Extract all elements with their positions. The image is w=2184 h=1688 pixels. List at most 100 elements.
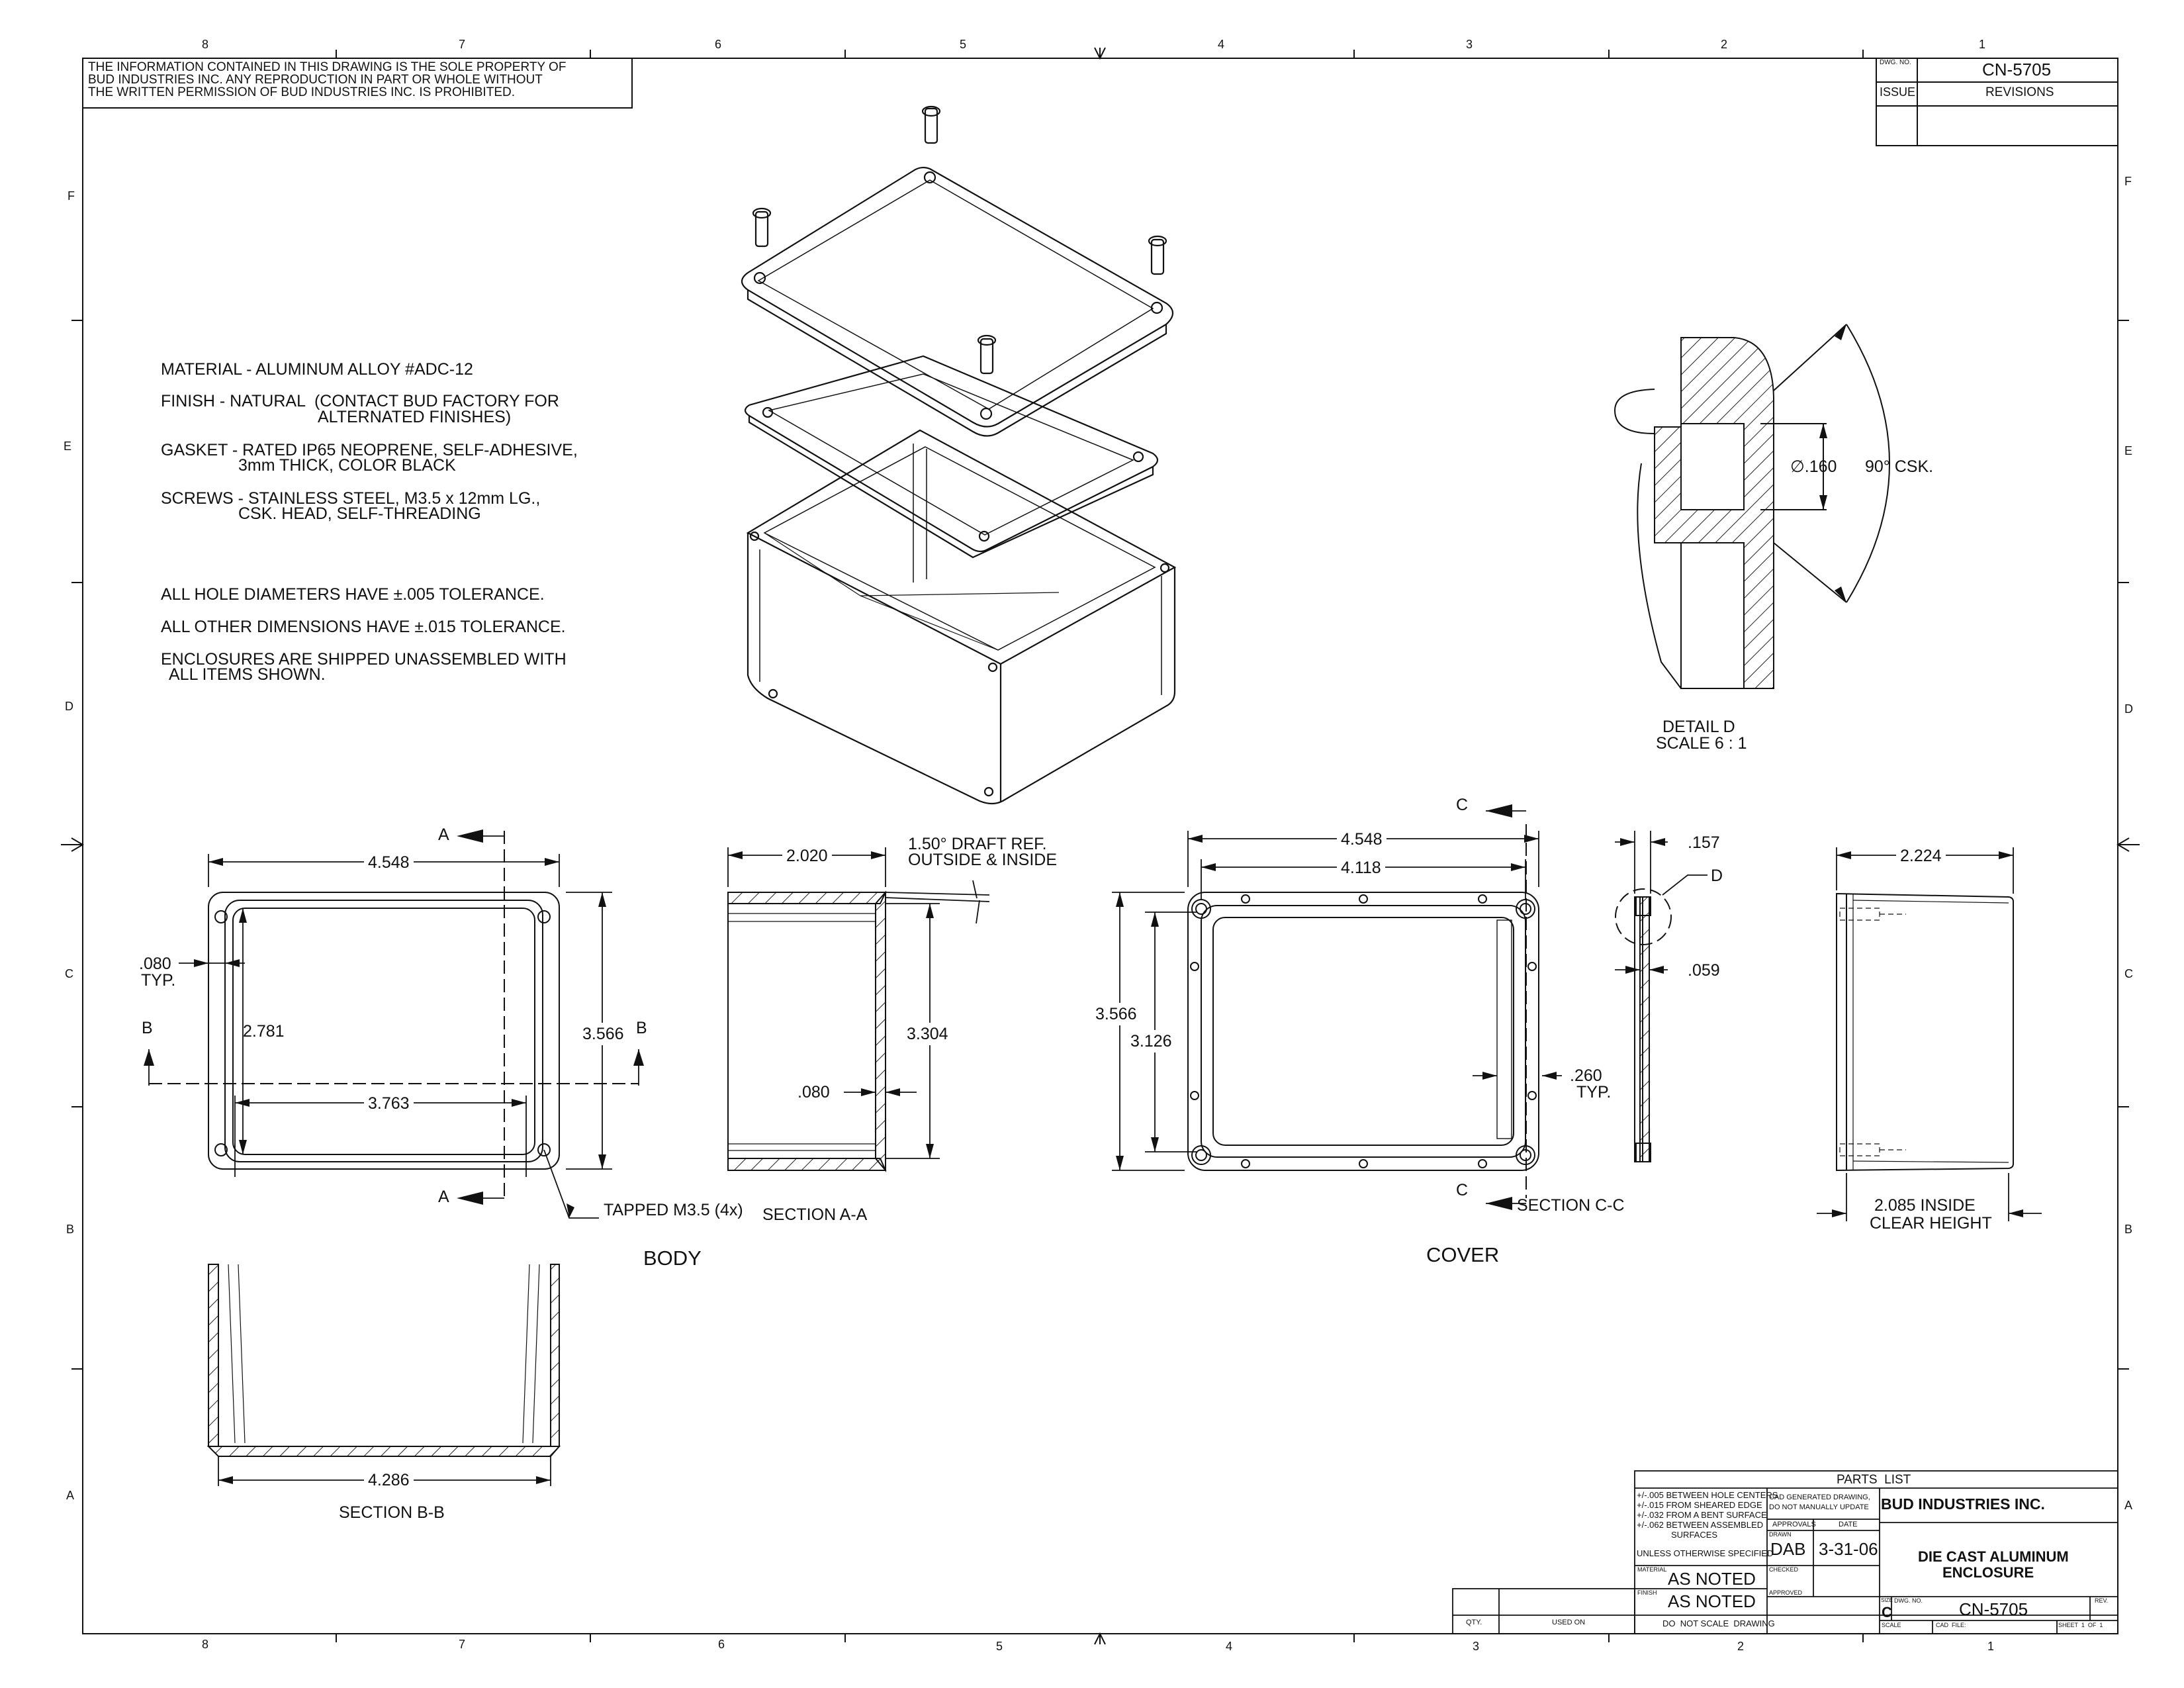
tb-approvals-label: APPROVALS xyxy=(1772,1521,1816,1528)
cover-inner-width-dimension: 4.118 xyxy=(1337,859,1385,876)
section-bb-width-dimension: 4.286 xyxy=(364,1472,414,1489)
tb-checked-label: CHECKED xyxy=(1769,1566,1799,1573)
tb-rev-label: REV. xyxy=(2095,1597,2109,1604)
side-clear-height-2: CLEAR HEIGHT xyxy=(1870,1214,1992,1233)
rev-revisions-label: REVISIONS xyxy=(1985,85,2054,99)
body-wall-dimension: .080 xyxy=(139,955,171,973)
rev-dwg-no-label: DWG. NO. xyxy=(1880,59,1911,66)
zone-col-2-top: 2 xyxy=(1721,38,1728,51)
body-width-dimension: 4.548 xyxy=(364,854,414,871)
tb-dwg-no: CN-5705 xyxy=(1959,1599,2028,1619)
detail-d-countersink: 90° CSK. xyxy=(1865,457,1934,476)
tb-tolerance-5: SURFACES xyxy=(1671,1530,1718,1540)
zone-col-8-bottom: 8 xyxy=(202,1638,209,1651)
note-material: MATERIAL - ALUMINUM ALLOY #ADC-12 xyxy=(161,360,473,379)
body-plan-view xyxy=(149,831,639,1198)
zone-col-4-bottom: 4 xyxy=(1226,1640,1233,1653)
tb-tolerance-4: +/-.062 BETWEEN ASSEMBLED xyxy=(1637,1520,1764,1530)
section-bb-view xyxy=(206,1264,561,1457)
notice-box xyxy=(82,58,633,109)
zone-col-6-bottom: 6 xyxy=(718,1638,725,1651)
section-cc-thickness-dimension: .157 xyxy=(1688,833,1720,852)
section-aa-label: SECTION A-A xyxy=(762,1205,868,1224)
section-bb-label: SECTION B-B xyxy=(339,1503,445,1522)
zone-row-d-right: D xyxy=(2124,702,2133,716)
tb-drawn-label: DRAWN xyxy=(1769,1531,1792,1538)
cover-outer-width-dimension: 4.548 xyxy=(1337,831,1387,848)
section-cc-view xyxy=(1615,888,1672,1162)
section-aa-wall-dimension: .080 xyxy=(797,1083,830,1102)
body-tapped-holes-callout: TAPPED M3.5 (4x) xyxy=(604,1201,743,1219)
zone-col-3-bottom: 3 xyxy=(1473,1640,1480,1653)
zone-row-c-right: C xyxy=(2124,967,2133,980)
zone-row-a-right: A xyxy=(2124,1499,2133,1512)
section-cc-lip-dimension: .059 xyxy=(1688,961,1720,980)
tb-drawn-date: 3-31-06 xyxy=(1819,1539,1878,1559)
body-section-b-left: B xyxy=(142,1019,153,1037)
section-cc-detail-callout: D xyxy=(1711,867,1723,885)
cover-rib-dimension: .260 xyxy=(1570,1066,1602,1085)
note-hole-tolerance: ALL HOLE DIAMETERS HAVE ±.005 TOLERANCE. xyxy=(161,585,545,604)
note-finish-2: ALTERNATED FINISHES) xyxy=(318,408,512,426)
tb-qty-label: QTY. xyxy=(1466,1618,1482,1626)
tb-title-1: DIE CAST ALUMINUM xyxy=(1918,1548,2069,1565)
tb-finish-label: FINISH xyxy=(1637,1589,1657,1596)
rev-issue-label: ISSUE xyxy=(1880,85,1916,99)
body-view-label: BODY xyxy=(643,1246,702,1270)
cover-plan-view xyxy=(1187,824,1539,1198)
tb-dwg-no-label: DWG. NO. xyxy=(1894,1597,1923,1604)
cover-inner-height-dimension: 3.126 xyxy=(1130,1030,1172,1053)
zone-col-7-bottom: 7 xyxy=(459,1638,466,1651)
tb-tolerance-2: +/-.015 FROM SHEARED EDGE xyxy=(1637,1500,1762,1510)
zone-col-7-top: 7 xyxy=(459,38,466,51)
body-inner-width-dimension: 3.763 xyxy=(364,1095,414,1112)
zone-ticks xyxy=(71,50,2129,1642)
section-aa-draft-1: 1.50° DRAFT REF. xyxy=(908,835,1047,853)
note-shipped-1: ENCLOSURES ARE SHIPPED UNASSEMBLED WITH xyxy=(161,650,567,669)
zone-col-8-top: 8 xyxy=(202,38,209,51)
tb-title-2: ENCLOSURE xyxy=(1942,1564,2034,1581)
side-view-dimension-lines xyxy=(1817,847,2042,1221)
detail-d-scale: SCALE 6 : 1 xyxy=(1656,734,1747,753)
zone-row-c-left: C xyxy=(65,967,73,980)
note-gasket-2: 3mm THICK, COLOR BLACK xyxy=(238,456,456,475)
zone-row-b-right: B xyxy=(2124,1223,2133,1236)
tb-parts-list: PARTS LIST xyxy=(1837,1473,1911,1487)
note-other-tolerance: ALL OTHER DIMENSIONS HAVE ±.015 TOLERANC… xyxy=(161,618,566,636)
tb-cad-file-label: CAD FILE: xyxy=(1936,1622,1966,1628)
section-aa-draft-2: OUTSIDE & INSIDE xyxy=(908,851,1058,869)
zone-col-6-top: 6 xyxy=(715,38,722,51)
body-section-a-bottom: A xyxy=(438,1188,449,1206)
section-aa-view xyxy=(727,890,887,1172)
cover-outer-height-dimension: 3.566 xyxy=(1095,1003,1137,1026)
note-shipped-2: ALL ITEMS SHOWN. xyxy=(169,665,326,684)
body-dimension-lines xyxy=(148,835,639,1219)
revision-block xyxy=(1876,58,2118,146)
isometric-exploded-view xyxy=(741,105,1177,805)
tb-material-label: MATERIAL xyxy=(1637,1566,1667,1573)
drawing-frame xyxy=(82,58,2118,1634)
tb-do-not-scale: DO NOT SCALE DRAWING xyxy=(1662,1618,1775,1628)
tb-cad-note-2: DO NOT MANUALLY UPDATE xyxy=(1769,1503,1869,1511)
zone-row-e-right: E xyxy=(2124,444,2133,457)
body-section-a-top: A xyxy=(438,825,449,844)
zone-col-2-bottom: 2 xyxy=(1737,1640,1745,1653)
body-outer-height-dimension: 3.566 xyxy=(582,1023,624,1046)
title-block xyxy=(1452,1470,2118,1634)
tb-size: C xyxy=(1882,1604,1892,1620)
detail-d-view xyxy=(1614,324,1890,689)
zone-row-f-left: F xyxy=(68,189,75,203)
section-cc-label: SECTION C-C xyxy=(1517,1196,1625,1215)
section-aa-inner-height-dimension: 3.304 xyxy=(907,1023,948,1046)
body-section-b-right: B xyxy=(636,1019,647,1037)
tb-finish: AS NOTED xyxy=(1668,1591,1756,1611)
side-clear-height-1: 2.085 INSIDE xyxy=(1874,1196,1976,1215)
tb-used-on-label: USED ON xyxy=(1552,1618,1586,1626)
note-screws-1: SCREWS - STAINLESS STEEL, M3.5 x 12mm LG… xyxy=(161,489,541,508)
tb-approved-label: APPROVED xyxy=(1769,1589,1803,1596)
arrowheads xyxy=(144,324,2023,1484)
detail-d-diameter: ∅.160 xyxy=(1790,457,1837,476)
tb-unless-specified: UNLESS OTHERWISE SPECIFIED xyxy=(1637,1548,1774,1558)
tb-sheet: SHEET 1 OF 1 xyxy=(2058,1622,2103,1628)
